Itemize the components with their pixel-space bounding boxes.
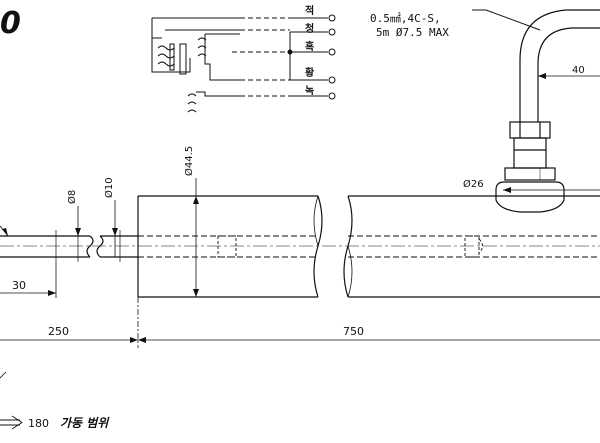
wire-label-yellow: 황 bbox=[305, 66, 315, 79]
title-fragment: 0 bbox=[0, 6, 21, 41]
range-value: 180 bbox=[28, 417, 49, 430]
dim-collar-dia: Ø26 bbox=[463, 178, 484, 190]
dim-body-length: 750 bbox=[343, 325, 364, 338]
dim-bracket-width: 40 bbox=[572, 65, 585, 76]
cable-spec-line1: 0.5㎟,4C-S, bbox=[370, 12, 441, 25]
dim-tip-marks bbox=[0, 262, 57, 298]
dim-rod-small: Ø8 bbox=[66, 190, 78, 204]
dim-rod-small-marks bbox=[75, 206, 81, 236]
wiring-schematic bbox=[151, 14, 336, 113]
cable-assembly bbox=[495, 9, 600, 213]
dim-length-marks bbox=[0, 297, 600, 348]
dim-rod: Ø10 bbox=[103, 177, 115, 198]
leader-tick bbox=[0, 371, 7, 379]
probe-rod bbox=[0, 225, 138, 262]
dim-rod-length: 250 bbox=[48, 325, 69, 338]
cable-spec-leader bbox=[472, 9, 541, 31]
range-arrow bbox=[0, 415, 23, 430]
junction-dot bbox=[287, 49, 293, 55]
dim-body-dia-marks bbox=[193, 178, 199, 297]
wire-label-red: 적 bbox=[305, 4, 314, 17]
wire-label-black: 흑 bbox=[305, 40, 314, 53]
range-label: 가동 범위 bbox=[60, 416, 110, 430]
dim-tip-length: 30 bbox=[12, 279, 26, 292]
cable-spec-line2: 5m Ø7.5 MAX bbox=[376, 26, 449, 39]
main-body bbox=[137, 195, 600, 298]
wire-label-blue: 청 bbox=[305, 22, 314, 35]
dim-rod-marks bbox=[112, 200, 118, 257]
wire-label-green: 녹 bbox=[305, 85, 314, 97]
dim-body-dia: Ø44.5 bbox=[183, 146, 195, 176]
